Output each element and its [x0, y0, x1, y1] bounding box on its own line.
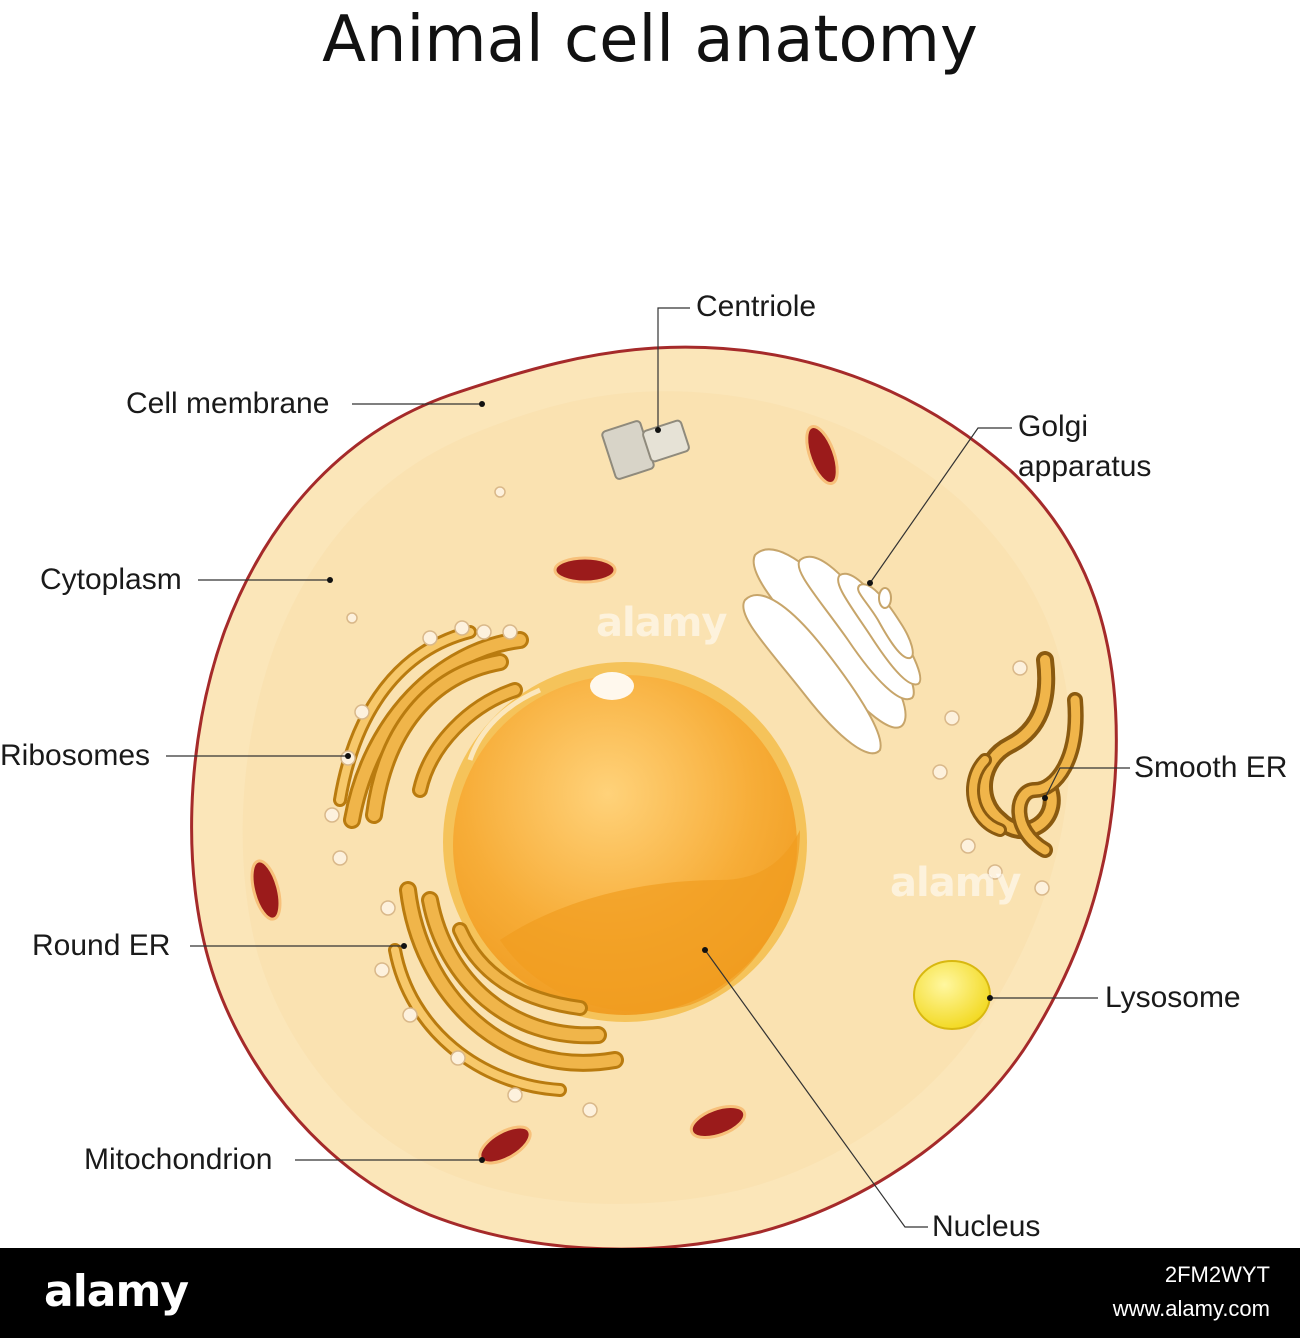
label-cell-membrane: Cell membrane: [126, 387, 330, 420]
golgi-apparatus: [742, 548, 922, 755]
label-smooth-er: Smooth ER: [1134, 751, 1288, 784]
footer-brand-logo: alamy: [44, 1266, 189, 1317]
diagram-title: Animal cell anatomy: [322, 3, 978, 77]
label-golgi-line1: Golgi: [1018, 410, 1089, 443]
cell-illustration: [166, 307, 1130, 1248]
label-centriole: Centriole: [696, 290, 817, 323]
leader-dots: [327, 401, 1048, 1163]
label-mitochondrion: Mitochondrion: [84, 1143, 273, 1176]
label-lysosome: Lysosome: [1105, 981, 1241, 1014]
footer-bar: alamy 2FM2WYT www.alamy.com: [0, 1248, 1300, 1338]
rough-er-upper: [333, 625, 529, 829]
ribosomes: [324, 486, 1050, 1118]
rough-er-lower: [388, 881, 624, 1097]
label-nucleus: Nucleus: [932, 1210, 1041, 1243]
nucleus: [443, 662, 807, 1022]
watermark: alamy: [890, 860, 1021, 906]
footer-url: www.alamy.com: [1112, 1296, 1270, 1321]
lysosome: [913, 960, 991, 1030]
label-cytoplasm: Cytoplasm: [40, 563, 182, 596]
label-round-er: Round ER: [32, 929, 171, 962]
label-golgi-line2: apparatus: [1018, 450, 1152, 483]
smooth-er: [966, 651, 1084, 858]
mitochondria: [250, 425, 839, 1165]
centriole: [601, 419, 690, 480]
watermark: alamy: [596, 600, 727, 646]
footer-image-id: 2FM2WYT: [1164, 1262, 1270, 1287]
label-ribosomes: Ribosomes: [0, 739, 151, 772]
leader-lines: [166, 307, 1130, 1228]
